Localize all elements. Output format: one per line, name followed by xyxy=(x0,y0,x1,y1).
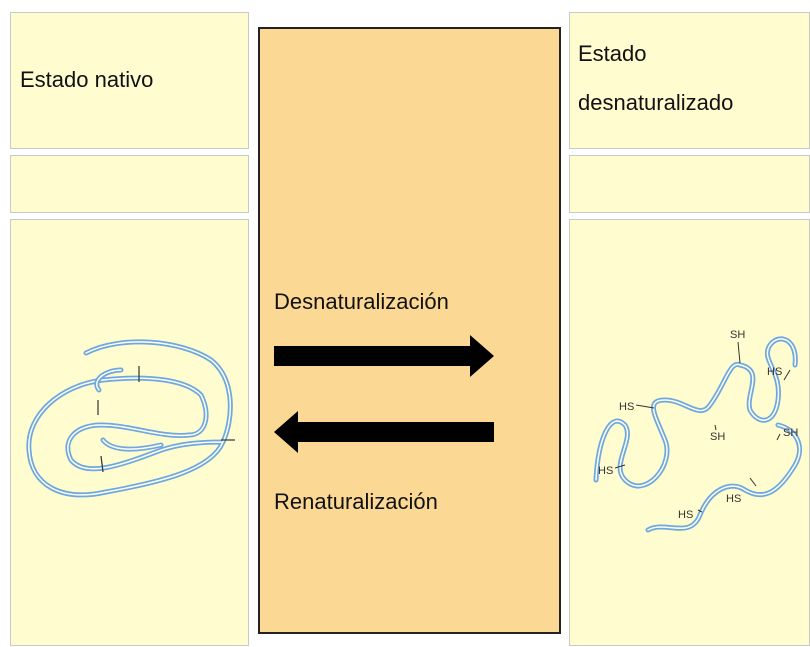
group-label: SH xyxy=(710,431,725,443)
group-label: HS xyxy=(726,493,741,505)
native-state-label: Estado nativo xyxy=(20,67,154,92)
group-label: SH xyxy=(730,329,745,341)
native-header-cell: Estado nativo xyxy=(10,12,249,149)
denatured-header-cell: Estado desnaturalizado xyxy=(569,12,810,149)
renaturation-label: Renaturalización xyxy=(274,489,438,514)
denatured-state-label-line2: desnaturalizado xyxy=(578,90,734,115)
group-label: HS xyxy=(767,366,782,378)
group-label: SH xyxy=(783,427,798,439)
group-label: HS xyxy=(619,401,634,413)
denatured-state-label-line1: Estado xyxy=(578,41,647,66)
native-image-cell xyxy=(10,219,249,646)
reaction-panel: Desnaturalización Renaturalización xyxy=(258,27,561,634)
denaturation-label: Desnaturalización xyxy=(274,289,449,314)
denatured-protein-diagram: SH HS HS SH SH HS HS HS xyxy=(593,329,802,533)
denatured-image-cell: SH HS HS SH SH HS HS HS xyxy=(569,219,810,646)
reverse-arrow xyxy=(274,411,494,453)
group-label: HS xyxy=(598,465,613,477)
forward-arrow xyxy=(274,335,494,377)
denatured-spacer-cell xyxy=(569,155,810,213)
group-label: HS xyxy=(678,509,693,521)
native-spacer-cell xyxy=(10,155,249,213)
native-protein-diagram xyxy=(26,339,235,498)
